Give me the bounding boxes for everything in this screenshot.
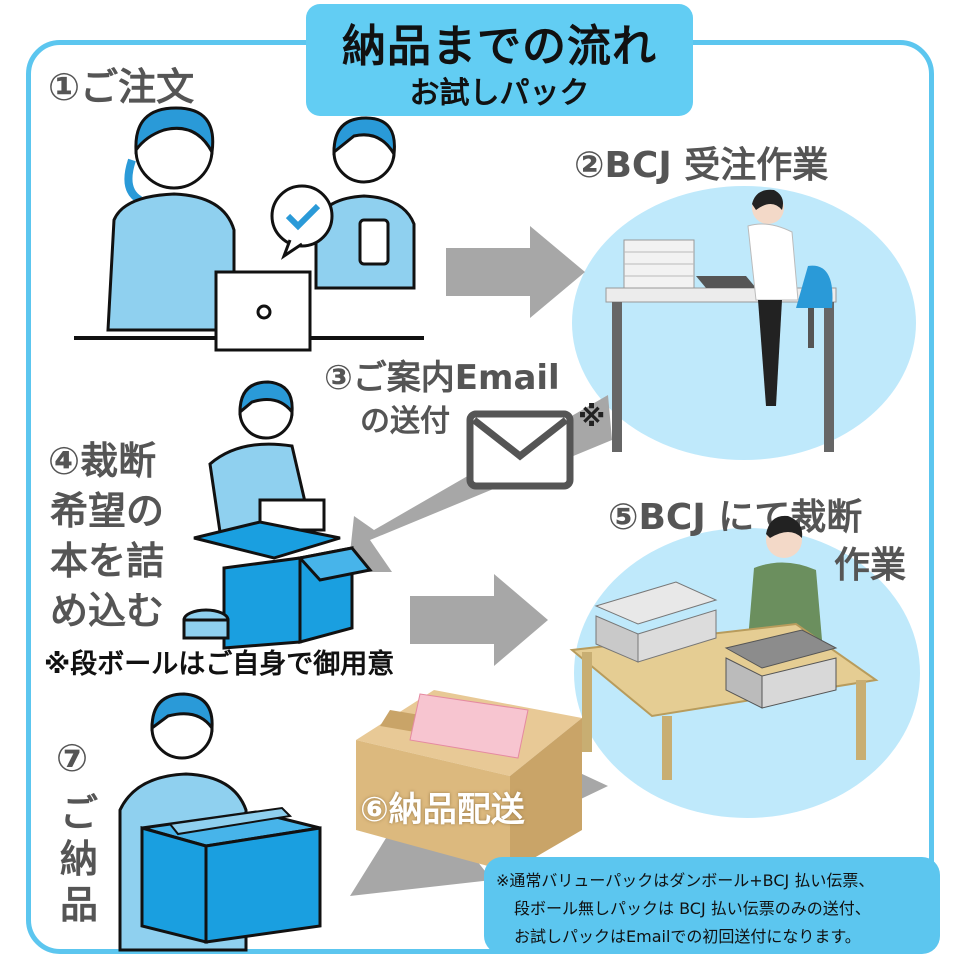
envelope-icon: [466, 410, 574, 490]
tape-roll-icon: [182, 608, 230, 640]
page-title: 納品までの流れ: [342, 21, 657, 72]
step4-line: 本を詰: [50, 539, 165, 583]
footnote-line: ※通常バリューパックはダンボール+BCJ 払い伝票、: [496, 871, 875, 890]
step7-line: 品: [60, 883, 99, 927]
step6-label: ⑥納品配送: [360, 790, 525, 830]
checkmark-speech-bubble-icon: [270, 184, 334, 260]
step7-line: ⑦: [56, 736, 89, 780]
step5-illustration: [569, 515, 879, 780]
laptop-icon: [214, 270, 312, 352]
step4-line: め込む: [50, 589, 165, 633]
cardboard-box-icon: [193, 520, 373, 650]
arrow-4-to-5: [410, 574, 548, 666]
step7-illustration: [118, 692, 322, 952]
footnote-box: ※通常バリューパックはダンボール+BCJ 払い伝票、 段ボール無しパックは BC…: [484, 857, 940, 954]
step5-label-line1: ⑤BCJ にて裁断: [608, 497, 863, 538]
footnote-line: 段ボール無しパックは BCJ 払い伝票のみの送付、: [514, 899, 871, 918]
step4-illustration: [182, 380, 373, 650]
step3-label-line1: ③ご案内Email: [324, 358, 560, 398]
step2-circle: [572, 186, 916, 460]
step1-label: ①ご注文: [48, 65, 195, 109]
step5-label-line2: 作業: [834, 545, 907, 586]
step2-label: ②BCJ 受注作業: [574, 145, 829, 186]
shipping-box-icon: [356, 690, 582, 872]
cardboard-box-icon: [140, 806, 322, 944]
footnote-line: お試しパックはEmailでの初回送付になります。: [514, 927, 861, 946]
book-stack-icon: [594, 581, 838, 709]
step4-note: ※段ボールはご自身で御用意: [44, 649, 395, 680]
step1-illustration: [74, 106, 424, 352]
step4-line: 希望の: [50, 489, 165, 533]
step3-asterisk: ※: [578, 400, 606, 433]
step4-line: ④裁断: [48, 439, 157, 483]
step3-label-line2: の送付: [360, 404, 450, 439]
step7-line: 納: [60, 837, 99, 881]
title-box: 納品までの流れ お試しパック: [306, 4, 693, 116]
step7-line: ご: [60, 791, 99, 835]
step2-illustration: [605, 189, 837, 452]
smartphone-icon: [358, 218, 390, 266]
chair-icon: [796, 265, 833, 308]
page-subtitle: お試しパック: [409, 76, 590, 111]
